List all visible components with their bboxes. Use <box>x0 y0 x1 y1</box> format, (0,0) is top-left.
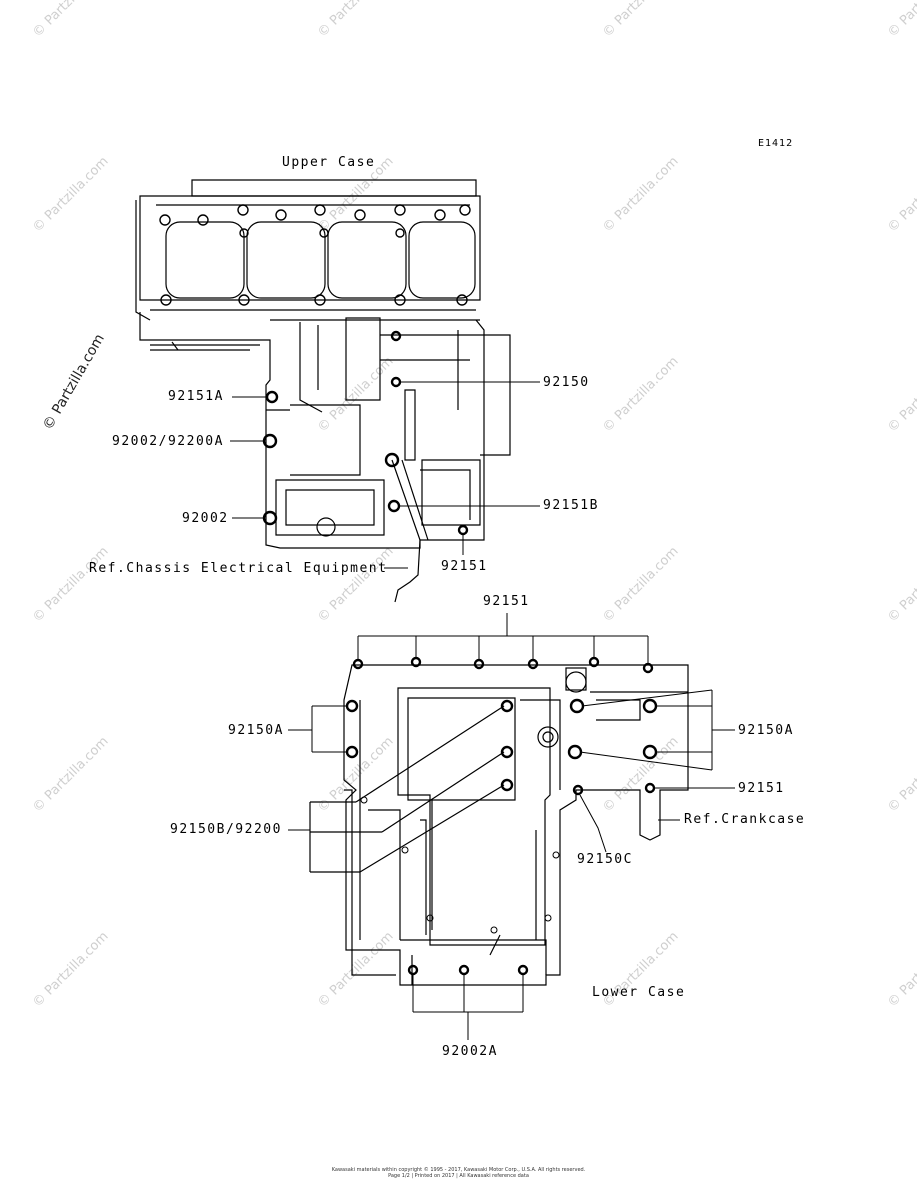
copyright-line-2: Page 1/2 | Printed on 2017 | All Kawasak… <box>388 1173 529 1179</box>
lower-case-title: Lower Case <box>592 985 686 1000</box>
upper-leader-lines <box>230 381 540 569</box>
upper-case-title: Upper Case <box>282 155 376 170</box>
part-label-92151[interactable]: 92151 <box>441 559 488 574</box>
part-label-92150c[interactable]: 92150C <box>577 852 633 867</box>
part-label-92151-top[interactable]: 92151 <box>483 594 530 609</box>
ref-chassis-electrical-link[interactable]: Ref.Chassis Electrical Equipment <box>89 561 388 576</box>
part-label-92150a-left[interactable]: 92150A <box>228 723 284 738</box>
copyright-footer: Kawasaki materials within copyright © 19… <box>0 1167 917 1179</box>
lower-case-drawing <box>309 656 689 986</box>
lower-leader-lines <box>288 613 735 1040</box>
copyright-line-1: Kawasaki materials within copyright © 19… <box>331 1167 586 1173</box>
part-label-92151b[interactable]: 92151B <box>543 498 599 513</box>
part-label-92151-right[interactable]: 92151 <box>738 781 785 796</box>
part-label-92150a-right[interactable]: 92150A <box>738 723 794 738</box>
upper-case-drawing <box>135 179 511 603</box>
part-label-92002a[interactable]: 92002A <box>442 1044 498 1059</box>
part-label-92150b-92200[interactable]: 92150B/92200 <box>170 822 282 837</box>
part-label-92150[interactable]: 92150 <box>543 375 590 390</box>
figure-code: E1412 <box>758 138 794 149</box>
ref-crankcase-link[interactable]: Ref.Crankcase <box>684 812 806 827</box>
part-label-92151a[interactable]: 92151A <box>168 389 224 404</box>
part-label-92002-92200a[interactable]: 92002/92200A <box>112 434 224 449</box>
part-label-92002[interactable]: 92002 <box>182 511 229 526</box>
